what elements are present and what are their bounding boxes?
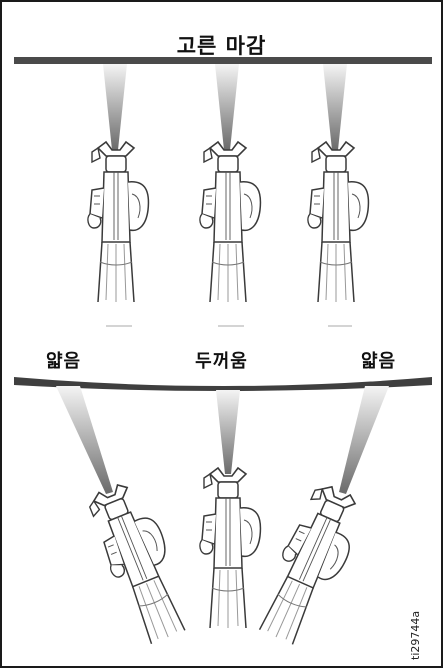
panel-title: 고른 마감 — [176, 34, 267, 58]
spray-gun-angled-right — [249, 386, 389, 652]
spray-fan-icon — [103, 64, 127, 150]
spray-fan-icon — [323, 64, 347, 150]
surface-line-top — [14, 57, 432, 64]
spray-gun-perpendicular-1 — [87, 64, 150, 303]
spray-gun-icon — [81, 475, 200, 649]
spray-gun-icon — [249, 478, 372, 652]
spray-gun-perpendicular-2 — [199, 64, 262, 303]
spray-gun-icon — [307, 141, 370, 303]
spray-gun-center — [199, 390, 262, 629]
label-thin-right: 얇음 — [361, 351, 397, 372]
spray-fan-icon — [339, 386, 389, 494]
label-thick-center: 두꺼움 — [195, 351, 248, 372]
spray-gun-icon — [87, 141, 150, 303]
surface-line-bottom — [14, 377, 432, 391]
spray-gun-icon — [199, 467, 262, 629]
spray-gun-perpendicular-3 — [307, 64, 370, 303]
spray-gun-angled-left — [56, 386, 200, 649]
label-thin-left: 얇음 — [46, 351, 82, 372]
spray-gun-icon — [199, 141, 262, 303]
spray-fan-icon — [215, 64, 239, 150]
image-id: ti29744a — [409, 610, 422, 660]
spray-fan-icon — [56, 386, 113, 494]
spray-fan-icon — [216, 390, 240, 474]
